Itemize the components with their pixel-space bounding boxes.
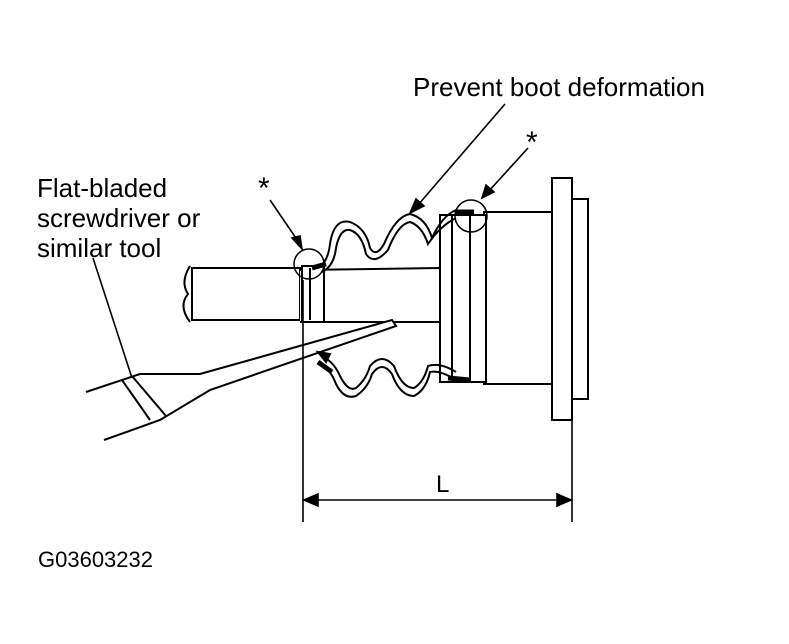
boot-clamp-large (447, 375, 471, 383)
dimension-l (301, 280, 574, 522)
boot-clamp-small (316, 359, 334, 375)
tool-label-line1: Flat-bladed (37, 173, 167, 203)
leader-arrows (92, 103, 529, 379)
prevent-deformation-label: Prevent boot deformation (413, 72, 705, 102)
screwdriver-tool (85, 318, 398, 441)
tool-label-line2: screwdriver or (37, 203, 201, 233)
star-mark-right: * (526, 126, 538, 159)
outer-joint-flange (551, 177, 589, 421)
star-mark-left: * (258, 172, 270, 205)
figure-code: G03603232 (38, 547, 153, 572)
axle-shaft (182, 265, 441, 323)
boot-upper (317, 209, 457, 269)
boot-upper-inner (321, 217, 457, 273)
outer-joint-housing (439, 211, 553, 385)
dimension-label: L (436, 471, 449, 498)
tool-label-line3: similar tool (37, 233, 161, 263)
boot-lower-inner (321, 355, 457, 390)
boot-lower (317, 361, 457, 398)
detail-circle-left (293, 248, 325, 280)
detail-circle-right (454, 199, 488, 233)
